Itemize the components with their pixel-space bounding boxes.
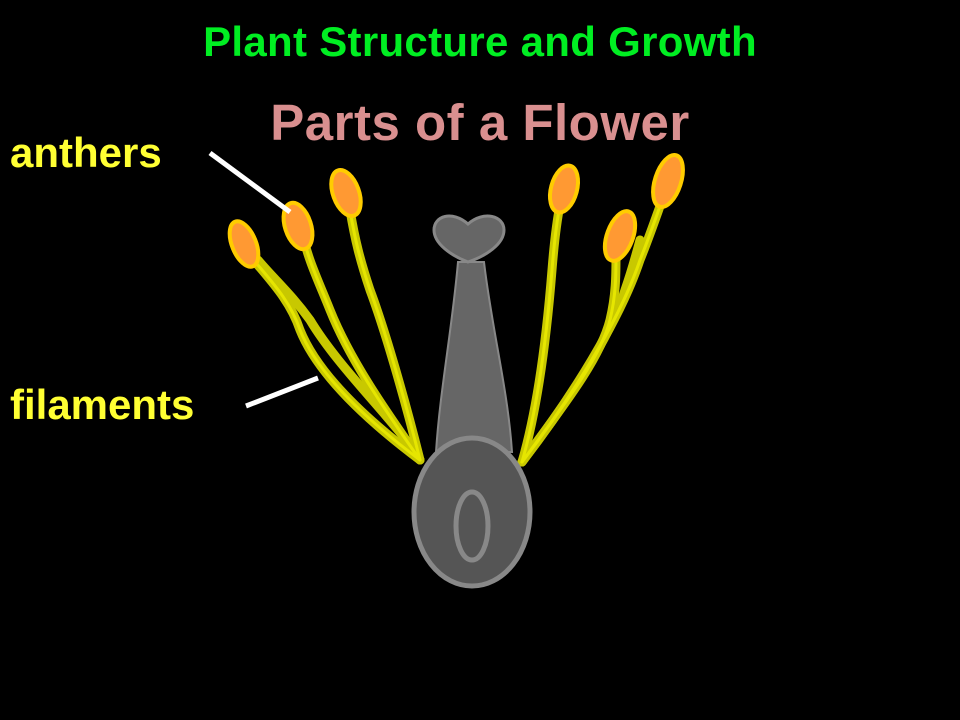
filaments-pointer-line bbox=[245, 375, 319, 409]
filaments-right-outline bbox=[520, 193, 666, 464]
ovary bbox=[411, 435, 533, 589]
slide-title: Plant Structure and Growth bbox=[203, 18, 757, 65]
slide-subtitle: Parts of a Flower bbox=[270, 94, 690, 151]
anther bbox=[651, 153, 685, 209]
filament-highlight bbox=[520, 253, 618, 464]
style-stalk bbox=[434, 261, 514, 453]
anther bbox=[227, 219, 261, 269]
filament-highlight bbox=[250, 256, 422, 462]
ovule bbox=[453, 489, 491, 563]
filaments-label: filaments bbox=[10, 381, 195, 428]
filament bbox=[517, 250, 621, 467]
anthers-pointer-line bbox=[208, 150, 292, 215]
filament-highlight bbox=[300, 230, 422, 462]
anthers bbox=[227, 153, 685, 269]
anther bbox=[602, 209, 638, 263]
filament-highlight bbox=[520, 193, 666, 464]
filament-highlight bbox=[520, 203, 562, 464]
stigma-heart bbox=[432, 214, 506, 264]
filaments-left-outline bbox=[250, 208, 422, 462]
anther bbox=[329, 168, 363, 218]
filaments-right bbox=[517, 190, 669, 467]
filament-highlight bbox=[348, 208, 422, 462]
anthers-label: anthers bbox=[10, 129, 162, 176]
pistil bbox=[432, 214, 514, 453]
anther bbox=[547, 163, 581, 215]
anther bbox=[281, 200, 315, 252]
